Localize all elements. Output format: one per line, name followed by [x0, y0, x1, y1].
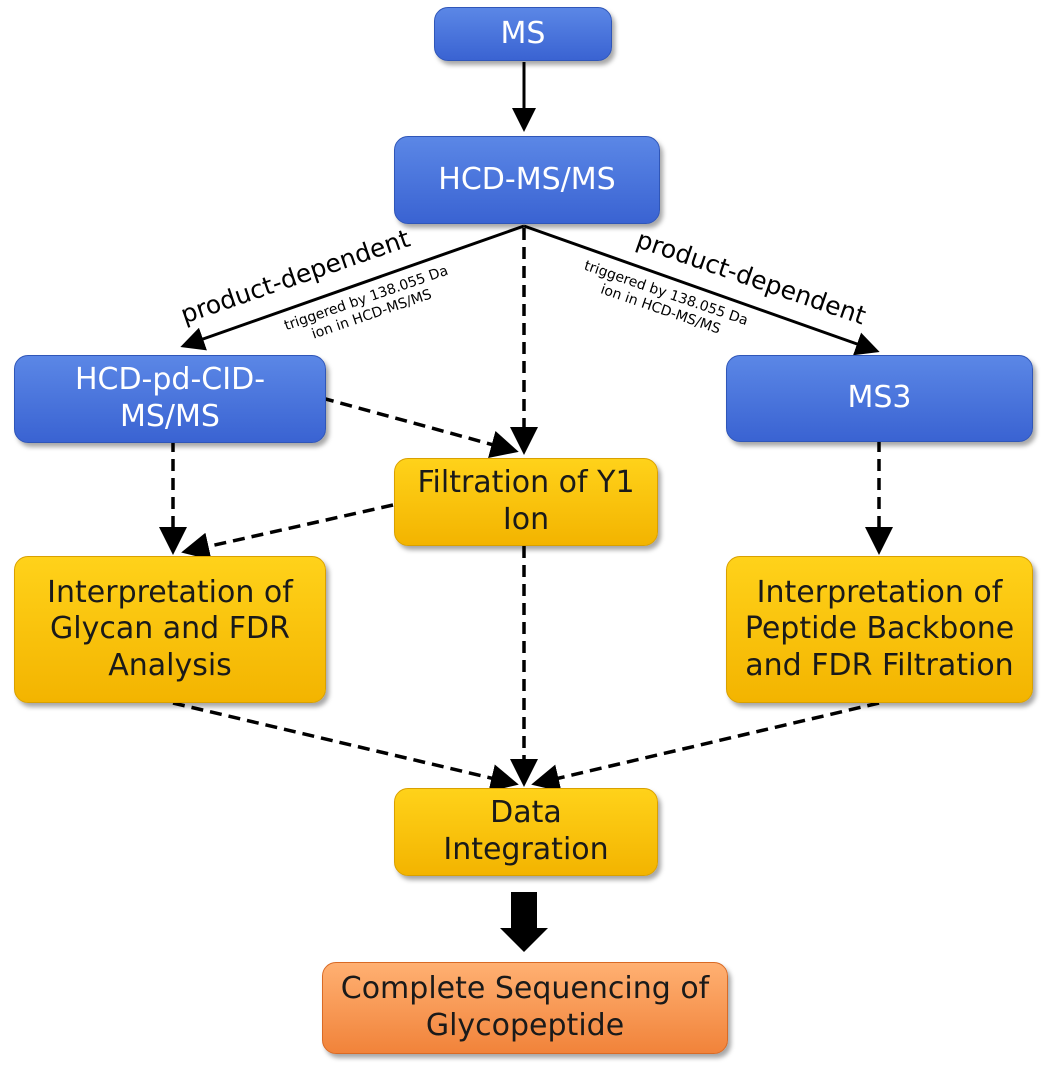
- edge-hcd-to-pdcid: [180, 224, 525, 351]
- node-ms3: MS3: [726, 355, 1033, 442]
- node-hcd-pd-cid-msms: HCD-pd-CID- MS/MS: [14, 355, 326, 443]
- node-data-integration: Data Integration: [394, 788, 658, 876]
- block-arrow-down: [500, 892, 548, 952]
- edge-glycan-to-integration: [172, 701, 519, 792]
- node-hcd-msms: HCD-MS/MS: [394, 136, 660, 224]
- node-complete-sequencing: Complete Sequencing of Glycopeptide: [322, 962, 728, 1054]
- edge-filtration-to-glycan: [181, 503, 394, 561]
- node-filtration-y1-ion: Filtration of Y1 Ion: [394, 458, 658, 546]
- node-interpretation-peptide: Interpretation of Peptide Backbone and F…: [726, 556, 1033, 703]
- node-interpretation-glycan: Interpretation of Glycan and FDR Analysi…: [14, 556, 326, 703]
- node-ms: MS: [434, 7, 612, 61]
- edge-hcd-to-ms3: [523, 224, 880, 356]
- edge-pdcid-to-filtration: [321, 396, 519, 458]
- edge-peptide-to-integration: [531, 701, 880, 792]
